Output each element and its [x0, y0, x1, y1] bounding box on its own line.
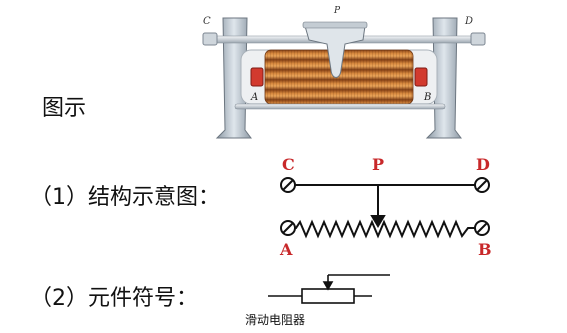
knob-d: [470, 32, 486, 46]
symbol-arrow: [322, 281, 334, 291]
heading-intro: 图示: [42, 96, 87, 121]
resistor-coil: [288, 219, 482, 239]
rheostat-symbol: [268, 274, 390, 304]
photo-label-b: B: [424, 92, 432, 103]
heading-structure: （1）结构示意图：: [30, 185, 220, 210]
bottom-rod: [234, 103, 446, 110]
structure-schematic: [280, 177, 490, 239]
photo-label-c: C: [203, 16, 211, 27]
symbol-caption: 滑动电阻器: [245, 313, 306, 327]
terminal-b: [414, 67, 428, 87]
schematic-label-b: B: [478, 240, 492, 259]
knob-c: [202, 32, 218, 46]
schematic-label-p: P: [372, 155, 385, 174]
slider-p: [304, 25, 366, 78]
schematic-label-d: D: [476, 155, 490, 174]
schematic-label-a: A: [280, 240, 293, 259]
rheostat-photo: [202, 17, 486, 139]
photo-label-a: A: [251, 92, 259, 103]
symbol-resistor: [301, 288, 355, 304]
heading-symbol: （2）元件符号：: [30, 286, 198, 311]
photo-label-d: D: [465, 16, 474, 27]
terminal-a: [250, 67, 264, 87]
photo-label-p: P: [334, 6, 341, 16]
slider-arrow: [370, 215, 386, 228]
schematic-label-c: C: [282, 155, 295, 174]
